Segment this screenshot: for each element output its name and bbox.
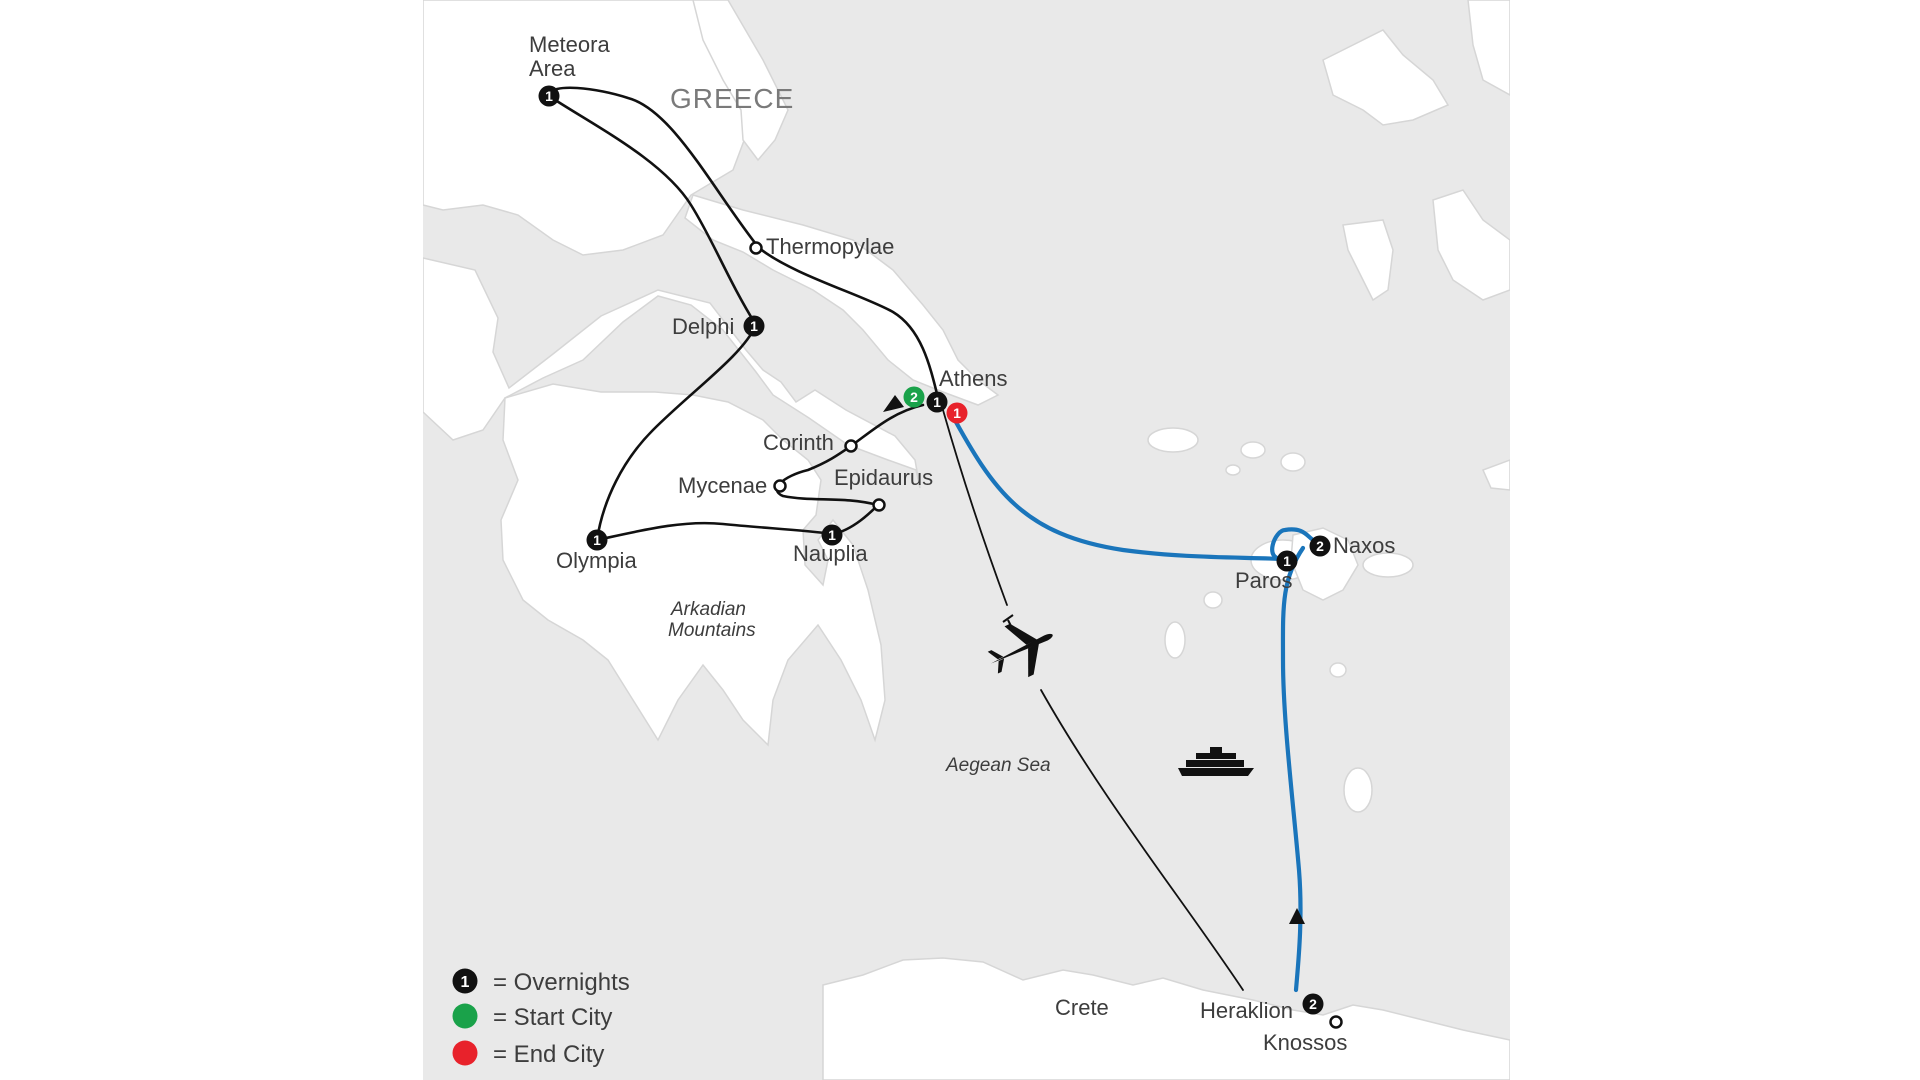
marker-nauplia: 1 xyxy=(821,524,843,546)
route-arrow-icon xyxy=(883,395,904,412)
region-label-arkadian-1: Arkadian xyxy=(670,599,746,620)
marker-athens-start: 2 xyxy=(903,386,925,408)
region-label-arkadian-2: Mountains xyxy=(668,620,756,641)
marker-paros: 1 xyxy=(1276,550,1298,572)
marker-athens-end: 1 xyxy=(946,402,968,424)
ferry-icon xyxy=(1178,747,1254,776)
city-label-nauplia: Nauplia xyxy=(793,541,868,566)
legend-overnights: = Overnights xyxy=(493,969,630,996)
region-label-aegean: Aegean Sea xyxy=(945,755,1051,776)
island xyxy=(1342,219,1394,302)
city-label-meteora-2: Area xyxy=(529,56,576,81)
map-labels: GREECE Meteora Area Thermopylae Delphi A… xyxy=(529,32,1395,1055)
island xyxy=(1147,427,1199,453)
marker-athens-overnight: 1 xyxy=(926,391,948,413)
ferry-paros-naxos xyxy=(1270,527,1316,562)
island xyxy=(1280,452,1306,472)
city-label-knossos: Knossos xyxy=(1263,1030,1347,1055)
island xyxy=(1343,767,1373,813)
city-label-meteora-1: Meteora xyxy=(529,32,610,57)
island xyxy=(1240,441,1266,459)
legend-overnight-icon xyxy=(452,968,478,994)
overnight-markers: 1 1 2 1 1 1 1 1 xyxy=(538,85,1331,1015)
island xyxy=(1432,189,1510,301)
route-meteora-delphi xyxy=(547,94,758,327)
island xyxy=(1362,552,1414,578)
region-label-crete: Crete xyxy=(1055,995,1109,1020)
marker-athens-start-count: 2 xyxy=(910,389,918,405)
city-label-corinth: Corinth xyxy=(763,430,834,455)
city-dot-knossos xyxy=(1329,1015,1343,1029)
marker-heraklion: 2 xyxy=(1302,993,1324,1015)
marker-olympia-count: 1 xyxy=(593,532,601,548)
city-label-mycenae: Mycenae xyxy=(678,473,767,498)
city-label-thermopylae: Thermopylae xyxy=(766,234,894,259)
city-label-heraklion: Heraklion xyxy=(1200,998,1293,1023)
city-label-epidaurus: Epidaurus xyxy=(834,465,933,490)
city-dot-mycenae xyxy=(773,479,787,493)
island xyxy=(1481,459,1510,491)
ferry-athens-paros xyxy=(948,410,1286,562)
route-delphi-olympia xyxy=(595,323,758,542)
marker-meteora: 1 xyxy=(538,85,560,107)
island xyxy=(1164,621,1186,659)
marker-nauplia-count: 1 xyxy=(828,527,836,543)
marker-delphi-count: 1 xyxy=(750,318,758,334)
flight-tick xyxy=(1002,614,1014,631)
chalkidiki-land xyxy=(692,0,789,162)
naxos-land xyxy=(1290,527,1359,601)
peloponnese-land xyxy=(500,383,886,747)
city-label-naxos: Naxos xyxy=(1333,533,1395,558)
legend-end-icon xyxy=(452,1040,478,1066)
city-dot-epidaurus xyxy=(872,498,886,512)
route-arrow-icon xyxy=(1289,908,1305,924)
island xyxy=(1467,0,1510,96)
sea-route xyxy=(948,410,1316,993)
flight-route xyxy=(942,409,1008,606)
crete-land xyxy=(822,957,1510,1080)
route-olympia-nauplia xyxy=(595,521,835,542)
city-dot-thermopylae xyxy=(749,241,763,255)
ferry-naxos-heraklion xyxy=(1280,545,1306,993)
island xyxy=(1225,464,1241,476)
legend-start-icon xyxy=(452,1003,478,1029)
island xyxy=(1329,662,1347,678)
legend-start-city: = Start City xyxy=(493,1004,612,1031)
city-dot-corinth xyxy=(844,439,858,453)
marker-naxos-count: 2 xyxy=(1316,538,1324,554)
marker-olympia: 1 xyxy=(586,529,608,551)
flight-route-lower xyxy=(1040,689,1244,991)
marker-athens-overnight-count: 1 xyxy=(933,394,941,410)
legend-end-city: = End City xyxy=(493,1041,604,1068)
legend: 1 = Overnights = Start City = End City xyxy=(452,968,630,1068)
marker-athens-end-count: 1 xyxy=(953,405,961,421)
city-label-olympia: Olympia xyxy=(556,548,637,573)
marker-delphi: 1 xyxy=(743,315,765,337)
city-label-paros: Paros xyxy=(1235,568,1292,593)
country-label: GREECE xyxy=(670,83,794,114)
tour-map: 1 1 2 1 1 1 1 1 xyxy=(423,0,1510,1080)
evia-land xyxy=(684,194,1000,406)
legend-overnight-icon-digit: 1 xyxy=(461,974,470,991)
city-label-athens: Athens xyxy=(939,366,1008,391)
marker-paros-count: 1 xyxy=(1283,553,1291,569)
city-dots xyxy=(749,241,1343,1029)
marker-meteora-count: 1 xyxy=(545,88,553,104)
island xyxy=(1203,591,1223,609)
route-nauplia-epidaurus-mycenae-corinth xyxy=(775,444,881,536)
marker-heraklion-count: 2 xyxy=(1309,996,1317,1012)
marker-naxos: 2 xyxy=(1309,535,1331,557)
central-greece-land xyxy=(423,257,921,489)
island xyxy=(1322,29,1450,126)
city-label-delphi: Delphi xyxy=(672,314,734,339)
